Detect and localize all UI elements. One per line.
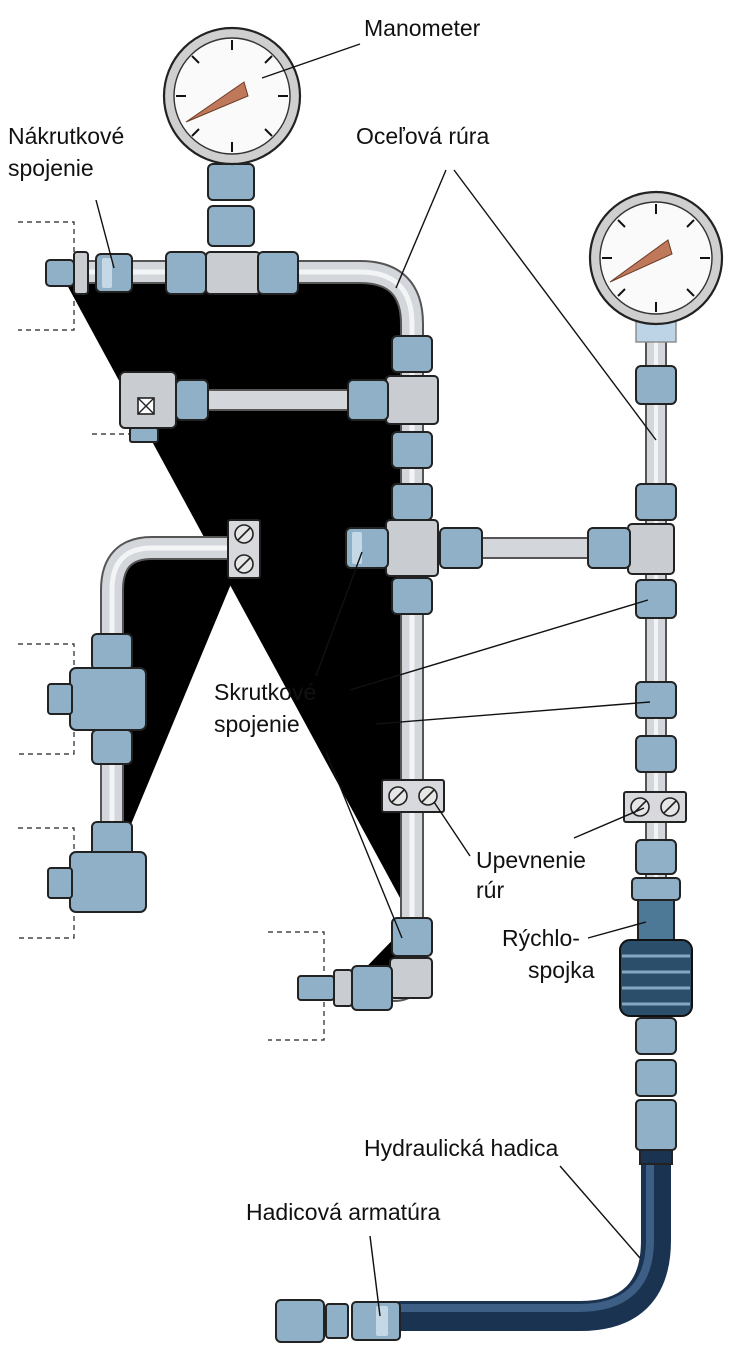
label-rychlo-2: spojka bbox=[528, 957, 595, 983]
leader-lines bbox=[95, 43, 657, 1317]
label-upevnenie-2: rúr bbox=[476, 877, 504, 903]
label-skrutkove-1: Skrutkové bbox=[214, 679, 316, 705]
label-rychlo-1: Rýchlo- bbox=[502, 925, 580, 951]
label-hadicova-armatura: Hadicová armatúra bbox=[246, 1199, 441, 1225]
manometer-right bbox=[588, 190, 724, 326]
labels: Manometer Nákrutkové spojenie Oceľová rú… bbox=[8, 15, 595, 1225]
hydraulic-hose bbox=[385, 1059, 677, 1331]
manometer-left bbox=[162, 26, 302, 166]
label-hydraulicka-hadica: Hydraulická hadica bbox=[364, 1135, 559, 1161]
label-ocelova-rura: Oceľová rúra bbox=[356, 123, 489, 149]
fittings bbox=[45, 163, 693, 1343]
label-manometer: Manometer bbox=[364, 15, 481, 41]
label-upevnenie-1: Upevnenie bbox=[476, 847, 586, 873]
label-nakrutkove-1: Nákrutkové bbox=[8, 123, 124, 149]
pipe-clamps bbox=[227, 519, 687, 823]
label-skrutkove-2: spojenie bbox=[214, 711, 300, 737]
label-nakrutkove-2: spojenie bbox=[8, 155, 94, 181]
